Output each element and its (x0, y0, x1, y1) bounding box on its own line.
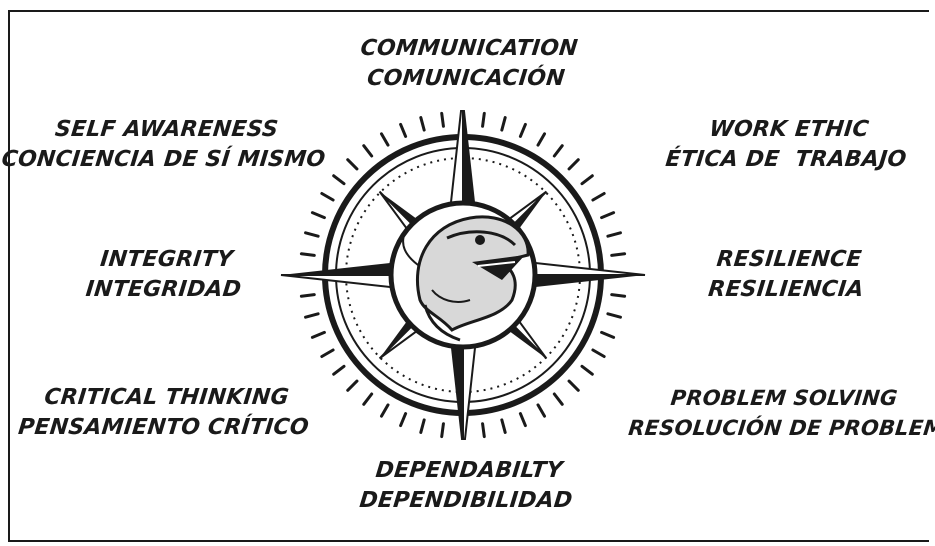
sunburst-ray (399, 412, 408, 428)
sunburst-ray (310, 330, 326, 339)
label-dependability-es: DEPENDIBILIDAD (358, 488, 574, 513)
sunburst-ray (536, 403, 546, 418)
sunburst-ray (600, 330, 616, 339)
label-dependability: DEPENDABILTY DEPENDIBILIDAD (0, 456, 935, 516)
sunburst-ray (552, 144, 564, 158)
compass-rose-emblem (280, 110, 646, 440)
snake-head-icon (388, 200, 538, 350)
label-problem-solving-en: PROBLEM SOLVING (669, 386, 899, 410)
label-dependability-en: DEPENDABILTY (374, 458, 564, 483)
label-problem-solving-es: RESOLUCIÓN DE PROBLEMAS (627, 416, 935, 440)
sunburst-ray (610, 252, 627, 257)
sunburst-ray (320, 192, 335, 202)
sunburst-ray (380, 403, 390, 418)
diagram-frame (8, 10, 929, 542)
label-communication-en: COMMUNICATION (359, 36, 579, 61)
label-resilience-es: RESILIENCIA (707, 277, 865, 302)
label-resilience: RESILIENCE RESILIENCIA (637, 245, 935, 305)
sunburst-ray (380, 132, 390, 147)
sunburst-ray (567, 158, 580, 171)
sunburst-ray (346, 158, 359, 171)
sunburst-ray (419, 418, 426, 434)
sunburst-ray (591, 192, 606, 202)
sunburst-ray (500, 418, 507, 434)
label-resilience-en: RESILIENCE (715, 247, 863, 272)
sunburst-ray (440, 111, 445, 128)
sunburst-ray (481, 422, 486, 439)
sunburst-ray (362, 144, 374, 158)
sunburst-ray (320, 348, 335, 358)
sunburst-ray (362, 392, 374, 406)
sunburst-ray (518, 122, 527, 138)
sunburst-ray (580, 364, 594, 376)
label-communication: COMMUNICATION COMUNICACIÓN (0, 34, 935, 94)
label-work-ethic: WORK ETHIC ÉTICA DE TRABAJO (637, 115, 935, 175)
sunburst-ray (500, 116, 507, 132)
sunburst-ray (580, 174, 594, 186)
sunburst-ray (610, 293, 627, 298)
sunburst-ray (304, 231, 320, 238)
sunburst-ray (299, 293, 316, 298)
label-problem-solving: PROBLEM SOLVING RESOLUCIÓN DE PROBLEMAS (627, 383, 935, 443)
sunburst-ray (332, 174, 346, 186)
sunburst-ray (419, 116, 426, 132)
label-work-ethic-es: ÉTICA DE TRABAJO (664, 147, 908, 172)
sunburst-ray (346, 379, 359, 392)
sunburst-ray (440, 422, 445, 439)
sunburst-ray (481, 111, 486, 128)
sunburst-ray (606, 312, 622, 319)
sunburst-ray (304, 312, 320, 319)
label-communication-es: COMUNICACIÓN (365, 66, 567, 91)
sunburst-ray (399, 122, 408, 138)
sunburst-ray (518, 412, 527, 428)
sunburst-ray (600, 211, 616, 220)
sunburst-ray (332, 364, 346, 376)
sunburst-ray (299, 252, 316, 257)
label-work-ethic-en: WORK ETHIC (708, 117, 871, 142)
sunburst-ray (536, 132, 546, 147)
sunburst-ray (567, 379, 580, 392)
sunburst-ray (606, 231, 622, 238)
sunburst-ray (552, 392, 564, 406)
sunburst-ray (310, 211, 326, 220)
sunburst-ray (591, 348, 606, 358)
